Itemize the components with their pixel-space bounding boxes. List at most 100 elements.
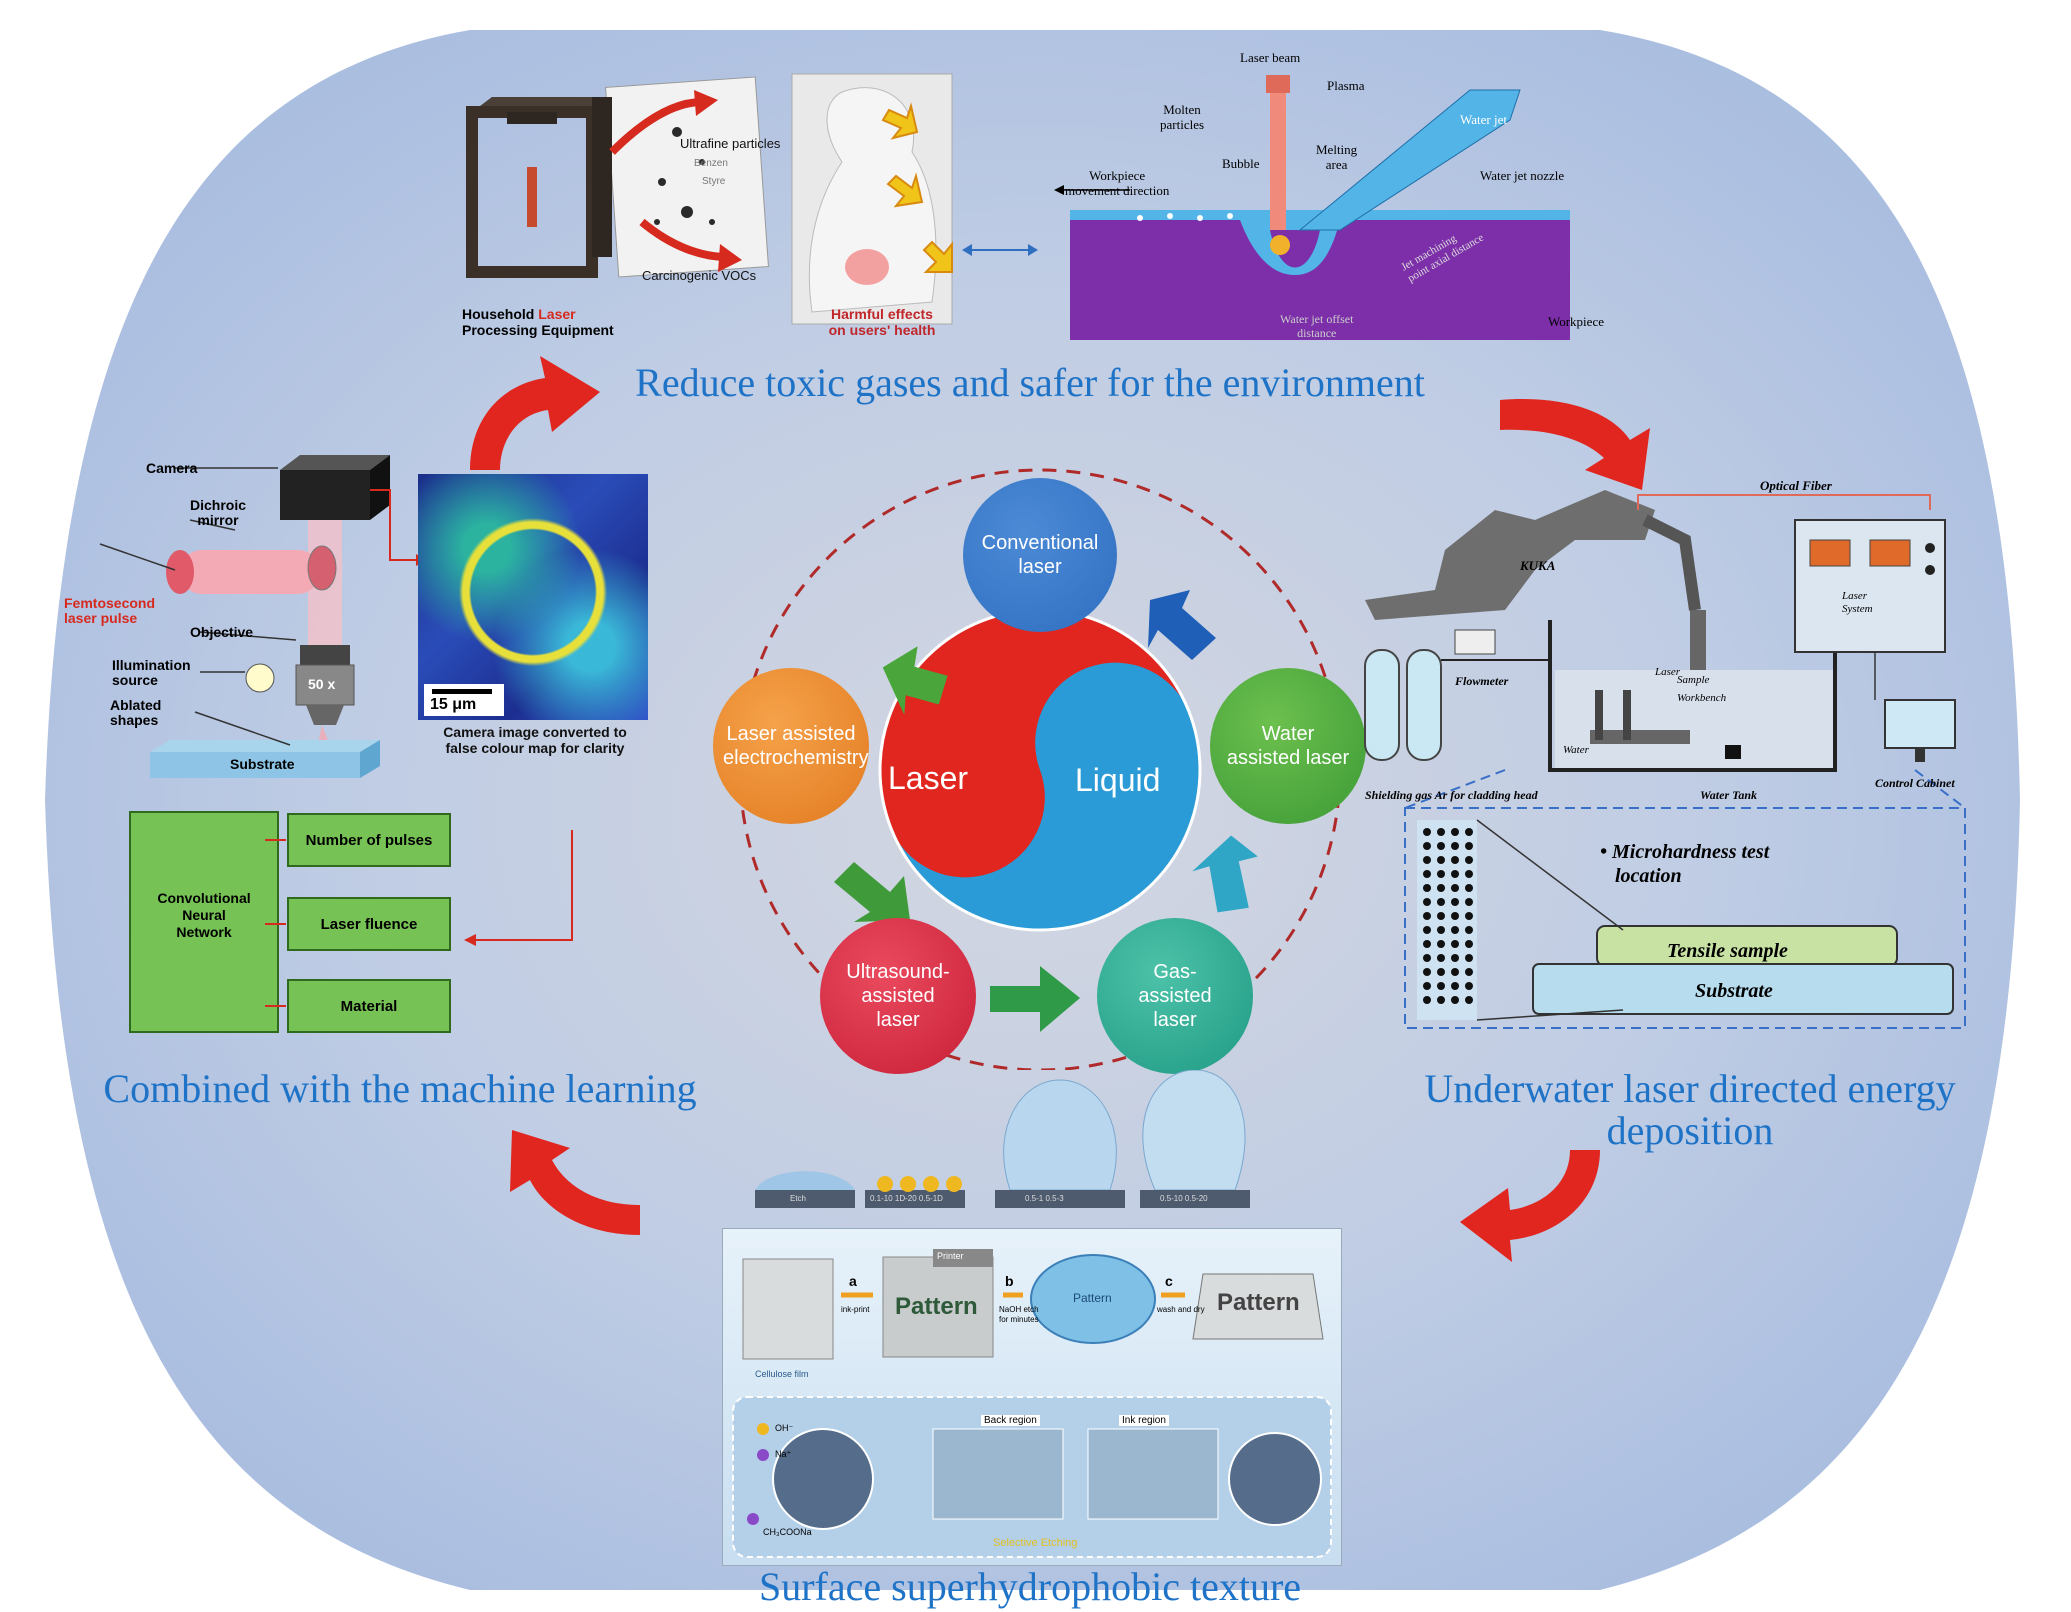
cnn-label-c: Network bbox=[176, 924, 232, 940]
harmful-label-a: Harmful effects bbox=[831, 306, 933, 322]
workpiece-move-label-b: movement direction bbox=[1065, 183, 1170, 198]
back-region-label: Back region bbox=[981, 1415, 1040, 1426]
microhardness-dot bbox=[1451, 856, 1459, 864]
microhardness-dot bbox=[1465, 982, 1473, 990]
microhardness-dot bbox=[1437, 926, 1445, 934]
workbench-label: Workbench bbox=[1677, 692, 1727, 704]
microhardness-dot bbox=[1437, 870, 1445, 878]
arrow-electro-to-conv bbox=[882, 646, 948, 715]
output-fluence: Laser fluence bbox=[320, 916, 418, 933]
droplet-label-2: 0.1-10 1D-20 0.5-1D bbox=[870, 1194, 943, 1203]
underwater-panel: Optical Fiber KUKA Flowmeter Laser Sampl… bbox=[1355, 470, 1995, 1050]
household-label: Household Laser Processing Equipment bbox=[462, 306, 614, 338]
offset-label-b: distance bbox=[1297, 326, 1337, 340]
underwater-illustration bbox=[1364, 490, 1966, 1029]
microhardness-dot bbox=[1465, 912, 1473, 920]
microhardness-dot bbox=[1451, 898, 1459, 906]
femto-label-b: laser pulse bbox=[64, 610, 138, 626]
microhardness-dot bbox=[1423, 898, 1431, 906]
cnn-label-b: Neural bbox=[182, 907, 226, 923]
microhardness-dot bbox=[1423, 968, 1431, 976]
pattern-label-2: Pattern bbox=[1073, 1291, 1112, 1305]
ablated-label-b: shapes bbox=[110, 712, 159, 728]
microhardness-dot bbox=[1465, 856, 1473, 864]
ablated-label-a: Ablated bbox=[110, 697, 162, 713]
yinyang-liquid-label: Liquid bbox=[1075, 762, 1161, 798]
ml-illustration bbox=[99, 455, 573, 1033]
node-gas-label: Gas-assisted laser bbox=[1138, 961, 1212, 1031]
melting-label-a: Melting bbox=[1316, 142, 1358, 157]
microhardness-dot bbox=[1423, 842, 1431, 850]
benzene-label: Benzen bbox=[694, 158, 728, 169]
microhardness-dot bbox=[1423, 926, 1431, 934]
workpiece-move-label-a: Workpiece bbox=[1089, 168, 1146, 183]
control-cabinet-label: Control Cabinet bbox=[1875, 776, 1955, 790]
double-arrow-icon bbox=[962, 244, 1038, 256]
microhardness-dot bbox=[1437, 884, 1445, 892]
microhardness-label-a: Microhardness test bbox=[1612, 841, 1770, 863]
kuka-robot-icon bbox=[1365, 490, 1655, 620]
objective-lens-icon bbox=[295, 645, 355, 725]
microhardness-dot bbox=[1437, 912, 1445, 920]
microhardness-dot bbox=[1465, 842, 1473, 850]
camera-label: Camera bbox=[146, 460, 198, 476]
false-colour-map bbox=[418, 474, 648, 720]
water-tank-label: Water Tank bbox=[1700, 788, 1758, 802]
naoh-label-b: for minutes bbox=[999, 1315, 1039, 1324]
scale-bar-label: 15 μm bbox=[430, 696, 477, 713]
output-material: Material bbox=[340, 998, 398, 1015]
selective-etching-label: Selective Etching bbox=[993, 1537, 1078, 1549]
microhardness-dot bbox=[1465, 884, 1473, 892]
node-laser-assisted-electrochemistry: Laser assisted electrochemistry bbox=[713, 668, 869, 824]
bubble-label: Bubble bbox=[1222, 156, 1260, 171]
step-a-label: a bbox=[849, 1273, 857, 1289]
na-label: Na⁺ bbox=[775, 1449, 792, 1459]
microhardness-dot bbox=[1437, 940, 1445, 948]
household-illustration bbox=[466, 73, 953, 325]
ink-print-label: ink-print bbox=[841, 1305, 870, 1314]
molten-label: Molten particles bbox=[1160, 102, 1204, 132]
microhardness-dot bbox=[1451, 828, 1459, 836]
vocs-label: Carcinogenic VOCs bbox=[642, 268, 757, 283]
lightbulb-icon bbox=[245, 663, 275, 693]
caption-left: Combined with the machine learning bbox=[103, 1066, 697, 1111]
microhardness-dot bbox=[1423, 912, 1431, 920]
styrene-label: Styre bbox=[702, 176, 726, 187]
kuka-label: KUKA bbox=[1520, 558, 1556, 573]
cnn-label-a: Convolutional bbox=[157, 890, 251, 906]
harmful-label: Harmful effects on users' health bbox=[812, 306, 952, 338]
superhydrophobic-illustration bbox=[732, 1249, 1332, 1558]
water-jet-label: Water jet bbox=[1460, 112, 1507, 127]
laser-printer-icon bbox=[466, 97, 612, 278]
flowmeter-label: Flowmeter bbox=[1455, 674, 1509, 688]
water-jet-panel: Laser beam Plasma Molten particles Bubbl… bbox=[1040, 30, 1620, 350]
scale-bar: 15 μm bbox=[424, 684, 504, 716]
microhardness-dot bbox=[1423, 870, 1431, 878]
laser-head-label: Laser bbox=[1655, 666, 1681, 678]
microhardness-dot bbox=[1437, 898, 1445, 906]
microhardness-dot bbox=[1451, 968, 1459, 976]
microhardness-dot bbox=[1423, 954, 1431, 962]
ch3coona-label: CH₃COONa bbox=[763, 1527, 812, 1537]
arrow-ultra-to-electro bbox=[834, 862, 910, 922]
microhardness-dot bbox=[1437, 996, 1445, 1004]
node-gas-assisted-laser: Gas-assisted laser bbox=[1097, 918, 1253, 1074]
microhardness-dot bbox=[1437, 954, 1445, 962]
laser-beam-label: Laser beam bbox=[1240, 50, 1301, 65]
microhardness-dot bbox=[1437, 982, 1445, 990]
harmful-label-b: on users' health bbox=[828, 322, 936, 338]
microhardness-dot bbox=[1451, 912, 1459, 920]
wash-label: wash and dry bbox=[1157, 1305, 1205, 1314]
offset-label: Water jet offset distance bbox=[1280, 312, 1353, 340]
step-c-label: c bbox=[1165, 1273, 1173, 1289]
microhardness-dot bbox=[1465, 828, 1473, 836]
household-label-b: Processing Equipment bbox=[462, 322, 614, 338]
image-caption-b: false colour map for clarity bbox=[445, 740, 625, 756]
node-electrochem-label: Laser assisted electrochemistry bbox=[723, 723, 869, 769]
microhardness-dot bbox=[1465, 968, 1473, 976]
femto-label-a: Femtosecond bbox=[64, 595, 156, 611]
